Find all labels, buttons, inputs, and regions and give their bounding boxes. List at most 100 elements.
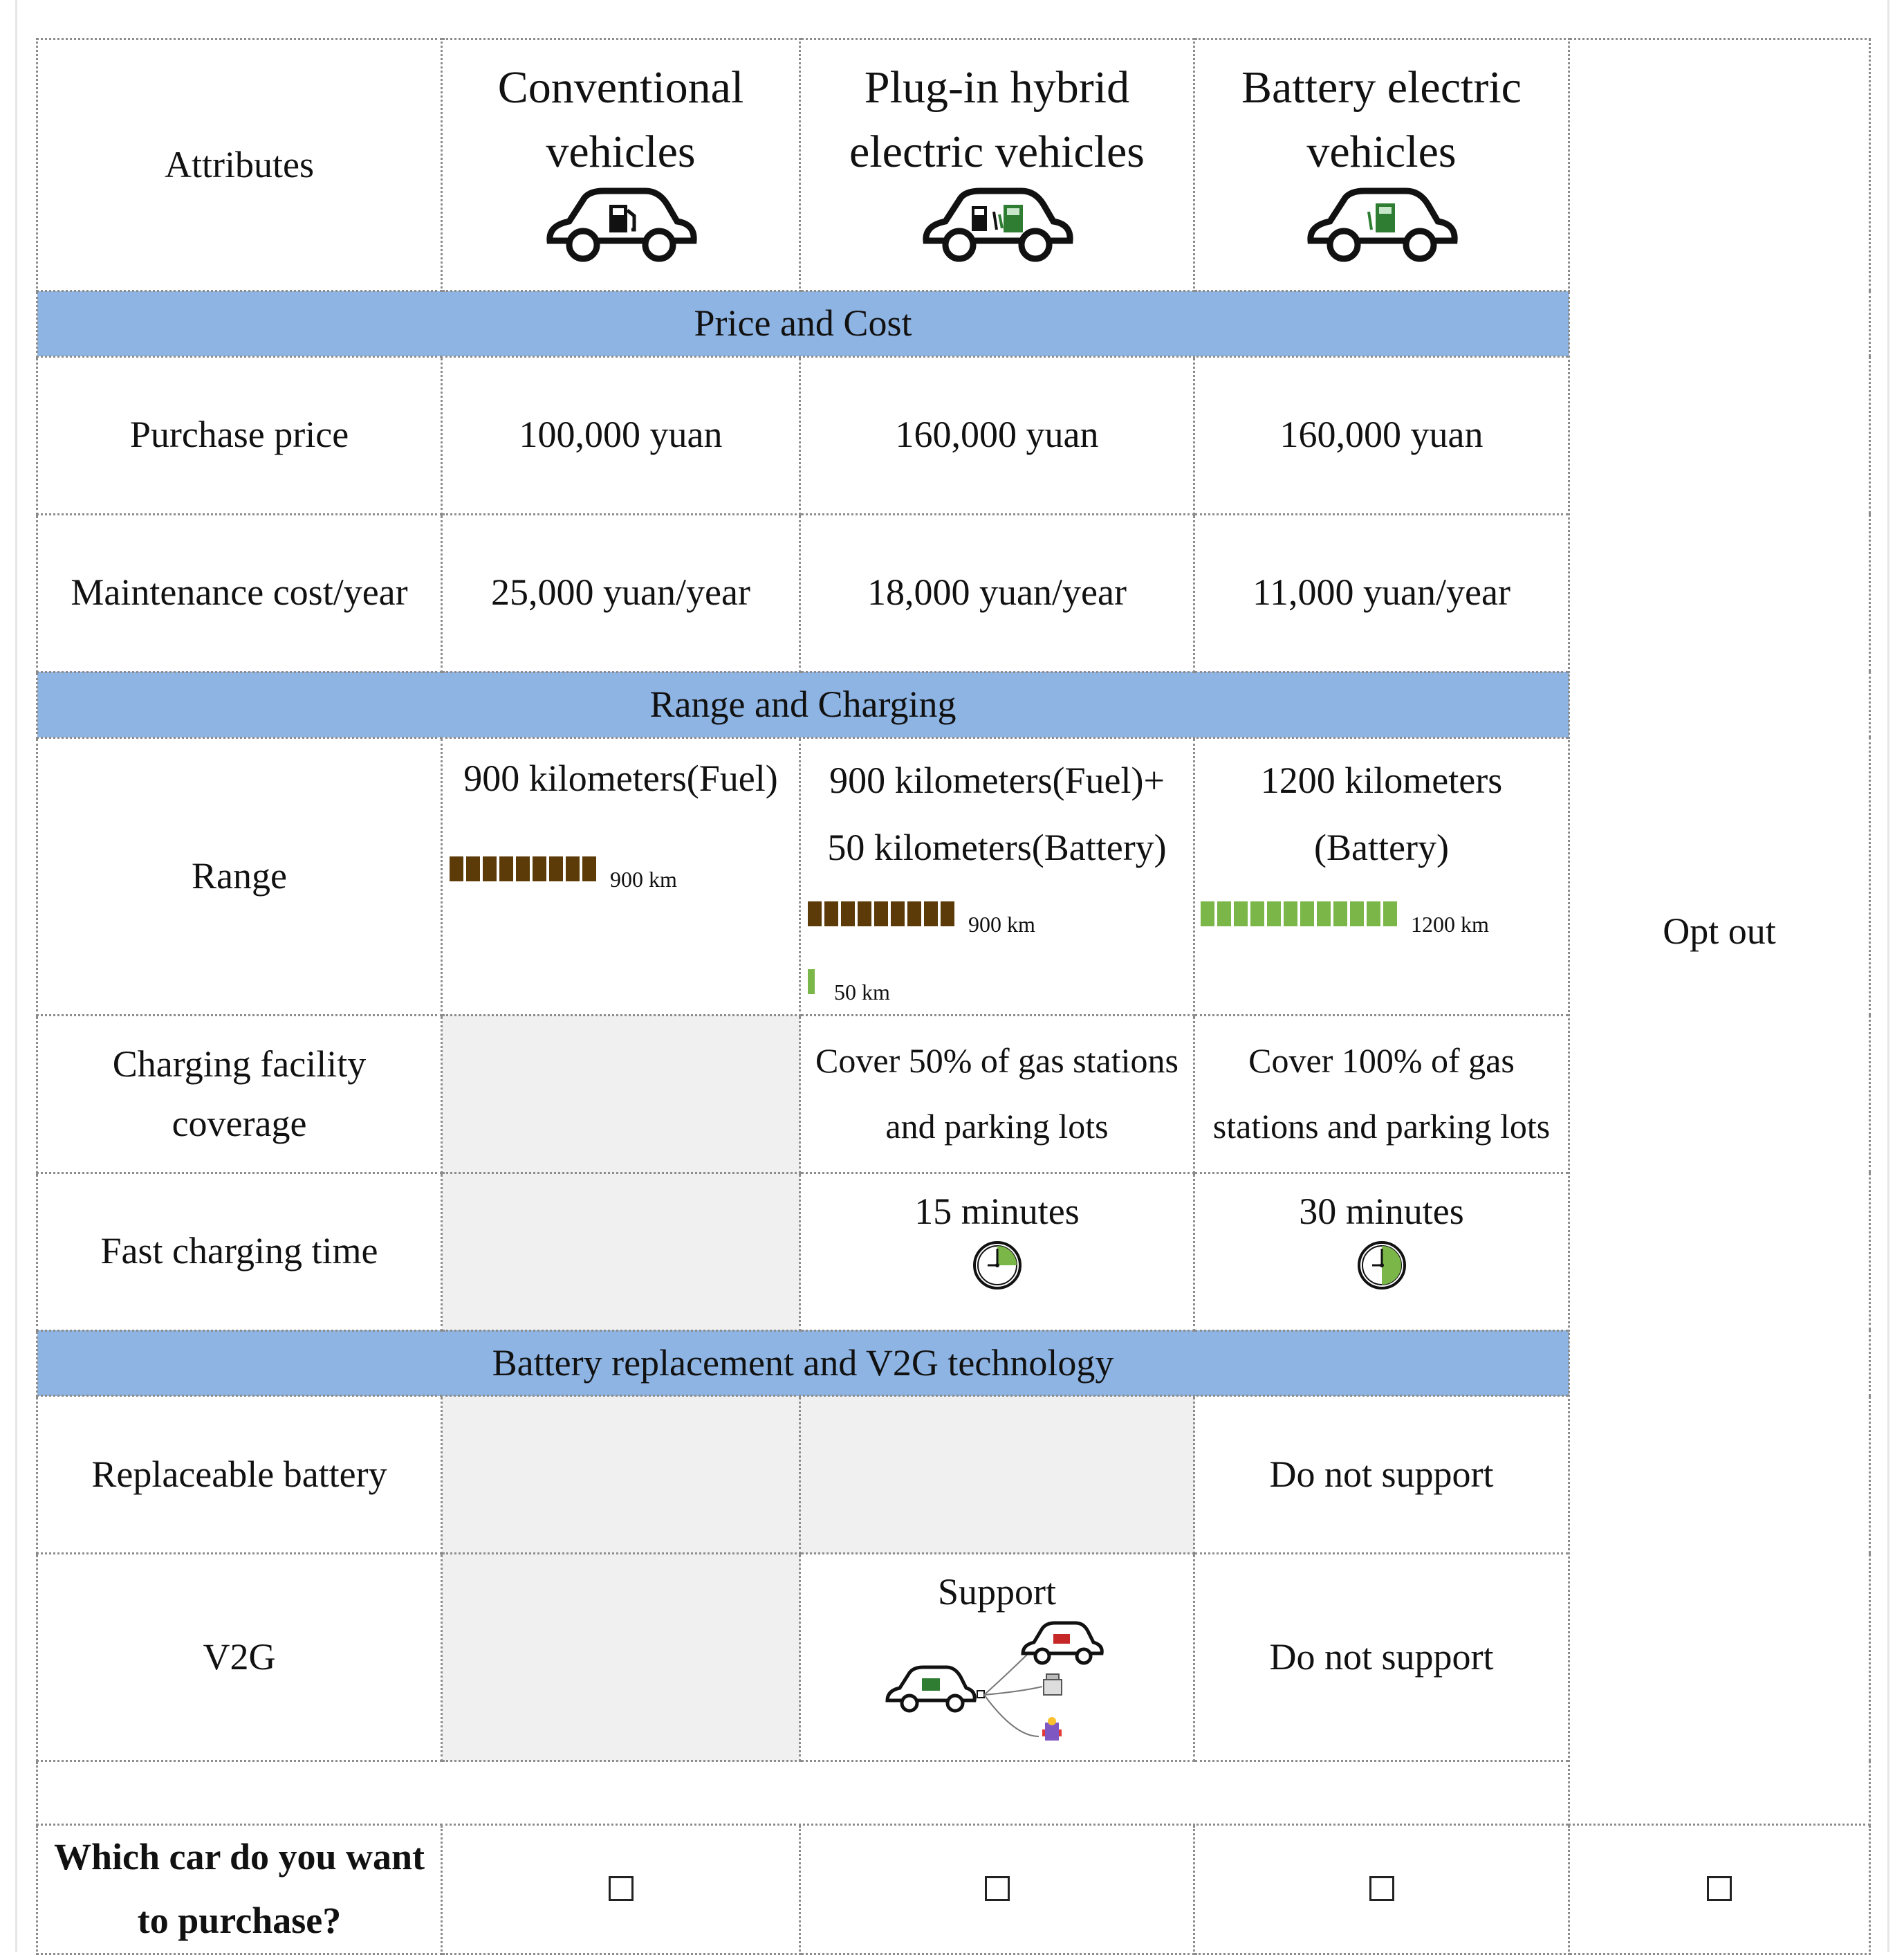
v2g-bev: Do not support bbox=[1193, 1552, 1570, 1763]
header-bev-line2: vehicles bbox=[1306, 126, 1457, 177]
charging-coverage-bev-line2: stations and parking lots bbox=[1212, 1107, 1551, 1146]
maintenance-bev: 11,000 yuan/year bbox=[1193, 513, 1570, 673]
opt-out-label: Opt out bbox=[1663, 910, 1776, 953]
charging-coverage-phev-line2: and parking lots bbox=[885, 1107, 1109, 1146]
v2g-diagram-icon bbox=[801, 1619, 1193, 1743]
range-phev: 900 kilometers(Fuel)+ 50 kilometers(Batt… bbox=[799, 736, 1195, 1016]
fuel-range-segment bbox=[499, 856, 513, 882]
fuel-range-segment bbox=[808, 901, 822, 926]
header-conventional: Conventional vehicles bbox=[441, 38, 801, 292]
range-bev-battery-bar-label: 1200 km bbox=[1411, 911, 1489, 937]
choice-opt-out-cell bbox=[1568, 1824, 1871, 1955]
opt-out-column: Opt out bbox=[1568, 37, 1871, 1826]
purchase-price-label: Purchase price bbox=[36, 355, 443, 515]
choice-phev-cell bbox=[799, 1824, 1195, 1955]
maintenance-label: Maintenance cost/year bbox=[36, 513, 443, 673]
purchase-question-line2: to purchase? bbox=[137, 1900, 342, 1942]
spacer-row bbox=[36, 1761, 1871, 1826]
maintenance-conventional: 25,000 yuan/year bbox=[441, 513, 801, 673]
choice-opt-out-checkbox[interactable] bbox=[1707, 1876, 1732, 1902]
maintenance-phev: 18,000 yuan/year bbox=[799, 513, 1195, 673]
header-bev-line1: Battery electric bbox=[1241, 62, 1522, 113]
battery-range-segment bbox=[1333, 901, 1347, 926]
section-battery-v2g-label: Battery replacement and V2G technology bbox=[492, 1341, 1114, 1384]
fuel-range-segment bbox=[549, 856, 563, 882]
battery-range-segment bbox=[1300, 901, 1314, 926]
fast-charging-bev: 30 minutes bbox=[1193, 1171, 1570, 1332]
fuel-range-segment bbox=[924, 901, 938, 926]
fuel-range-segment bbox=[841, 901, 855, 926]
fuel-range-segment bbox=[858, 901, 871, 926]
range-bev-line1: 1200 kilometers bbox=[1260, 759, 1503, 801]
range-bev-line2: (Battery) bbox=[1314, 826, 1449, 868]
range-bev: 1200 kilometers (Battery) 1200 km bbox=[1193, 736, 1570, 1016]
fuel-range-segment bbox=[566, 856, 580, 882]
fast-charging-label: Fast charging time bbox=[36, 1171, 443, 1332]
fuel-range-segment bbox=[582, 856, 596, 882]
replaceable-battery-bev: Do not support bbox=[1193, 1395, 1570, 1555]
purchase-price-conventional: 100,000 yuan bbox=[441, 355, 801, 515]
battery-range-segment bbox=[1317, 901, 1331, 926]
fuel-range-segment bbox=[907, 901, 921, 926]
fast-charging-phev-text: 15 minutes bbox=[914, 1190, 1080, 1232]
replaceable-battery-phev-na bbox=[799, 1395, 1195, 1555]
range-phev-line1: 900 kilometers(Fuel)+ bbox=[829, 759, 1165, 801]
charging-coverage-label-line1: Charging facility bbox=[112, 1043, 367, 1085]
battery-range-segment bbox=[1201, 901, 1214, 926]
choice-conventional-cell bbox=[441, 1824, 801, 1955]
clock-icon bbox=[1195, 1240, 1568, 1290]
purchase-question-line1: Which car do you want bbox=[53, 1836, 425, 1878]
charging-coverage-bev: Cover 100% of gas stations and parking l… bbox=[1193, 1013, 1570, 1174]
battery-range-segment bbox=[1217, 901, 1231, 926]
v2g-label: V2G bbox=[36, 1552, 443, 1763]
purchase-price-phev: 160,000 yuan bbox=[799, 355, 1195, 515]
range-label: Range bbox=[36, 736, 443, 1016]
section-battery-v2g: Battery replacement and V2G technology bbox=[36, 1329, 1570, 1397]
fuel-range-segment bbox=[450, 856, 463, 882]
range-phev-fuel-bar-label: 900 km bbox=[968, 911, 1035, 937]
replaceable-battery-conventional-na bbox=[441, 1395, 801, 1555]
battery-range-segment bbox=[1350, 901, 1364, 926]
fast-charging-conventional-na bbox=[441, 1171, 801, 1332]
battery-range-segment bbox=[1267, 901, 1281, 926]
fast-charging-phev: 15 minutes bbox=[799, 1171, 1195, 1332]
attributes-header: Attributes bbox=[36, 38, 443, 292]
fuel-range-segment bbox=[533, 856, 546, 882]
fuel-range-segment bbox=[516, 856, 530, 882]
clock-icon bbox=[801, 1240, 1193, 1290]
battery-range-segment bbox=[1250, 901, 1264, 926]
range-conventional-text: 900 kilometers(Fuel) bbox=[463, 757, 778, 799]
fuel-range-segment bbox=[824, 901, 838, 926]
replaceable-battery-label: Replaceable battery bbox=[36, 1395, 443, 1555]
car-fuel-and-charger-icon bbox=[801, 184, 1193, 267]
charging-coverage-label: Charging facility coverage bbox=[36, 1013, 443, 1174]
header-bev: Battery electric vehicles bbox=[1193, 38, 1570, 292]
car-charger-icon bbox=[1195, 184, 1568, 267]
charging-coverage-label-line2: coverage bbox=[172, 1103, 307, 1145]
page-frame bbox=[15, 0, 1889, 1952]
section-range-charging: Range and Charging bbox=[36, 670, 1570, 739]
header-conventional-line2: vehicles bbox=[546, 126, 696, 177]
car-fuel-pump-icon bbox=[443, 184, 799, 267]
section-price-cost: Price and Cost bbox=[36, 290, 1570, 358]
header-phev: Plug-in hybrid electric vehicles bbox=[799, 38, 1195, 292]
header-phev-line2: electric vehicles bbox=[849, 126, 1145, 177]
header-phev-line1: Plug-in hybrid bbox=[864, 62, 1130, 113]
purchase-price-bev: 160,000 yuan bbox=[1193, 355, 1570, 515]
section-price-cost-label: Price and Cost bbox=[694, 302, 912, 344]
fuel-range-segment bbox=[941, 901, 954, 926]
range-phev-battery-bar-label: 50 km bbox=[834, 979, 890, 1004]
attributes-label: Attributes bbox=[165, 143, 314, 185]
range-phev-battery-bar: 50 km bbox=[808, 951, 1193, 1014]
choice-bev-checkbox[interactable] bbox=[1369, 1876, 1394, 1902]
v2g-phev: Support bbox=[799, 1552, 1195, 1763]
choice-bev-cell bbox=[1193, 1824, 1570, 1955]
choice-phev-checkbox[interactable] bbox=[984, 1876, 1010, 1902]
choice-table: Attributes Conventional vehicles Plug bbox=[36, 37, 1871, 1955]
choice-conventional-checkbox[interactable] bbox=[608, 1876, 634, 1902]
purchase-question: Which car do you want to purchase? bbox=[36, 1824, 443, 1955]
range-phev-fuel-bar: 900 km bbox=[808, 883, 1193, 946]
battery-range-segment bbox=[1284, 901, 1297, 926]
section-range-charging-label: Range and Charging bbox=[649, 683, 956, 725]
charging-coverage-bev-line1: Cover 100% of gas bbox=[1248, 1041, 1515, 1081]
